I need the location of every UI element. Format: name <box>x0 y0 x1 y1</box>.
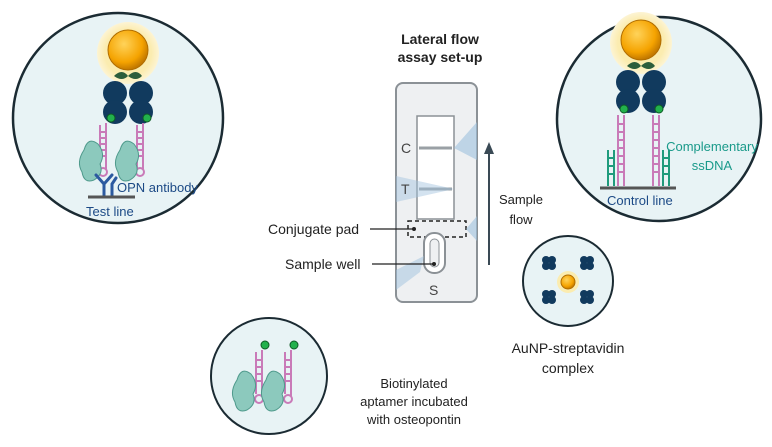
reading-window <box>416 115 455 220</box>
biotin-icon <box>619 104 629 114</box>
conjugate-pad-label: Conjugate pad <box>268 221 360 237</box>
ssdna-line-1: Complementary <box>666 139 758 154</box>
aunp-streptavidin-label: AuNP-streptavidin complex <box>488 338 648 378</box>
test-zoom-cone <box>396 176 454 202</box>
gold-nanoparticle-icon <box>107 29 149 71</box>
sample-well-label: Sample well <box>285 256 361 272</box>
complex-line-1: AuNP-streptavidin <box>511 340 625 356</box>
aunp-streptavidin-circle <box>522 235 614 327</box>
aptamer-line-2: aptamer incubated <box>360 394 468 409</box>
strip-label-s: S <box>429 282 439 298</box>
diagram-title: Lateral flow assay set-up <box>375 30 505 66</box>
strip-label-t: T <box>401 181 410 197</box>
aptamer-incubation-label: Biotinylated aptamer incubated with oste… <box>349 375 479 429</box>
control-zoom-cone <box>454 122 477 160</box>
osteopontin-icon <box>78 140 140 182</box>
test-line-label: Test line <box>86 204 134 219</box>
conjugate-zoom-cone <box>466 216 477 241</box>
ssdna-line-2: ssDNA <box>691 158 733 173</box>
complex-line-2: complex <box>541 360 595 376</box>
sample-flow-line-2: flow <box>509 212 533 227</box>
aptamer-icon <box>617 115 660 186</box>
biotin-icon <box>106 113 116 123</box>
sample-flow-line-1: Sample <box>498 192 544 207</box>
biotin-icon <box>260 340 270 350</box>
control-line-label: Control line <box>607 193 673 208</box>
test-line-circle <box>11 11 225 225</box>
ssdna-icon <box>607 150 670 186</box>
aptamer-line-1: Biotinylated <box>380 376 448 391</box>
antibody-icon <box>94 173 118 198</box>
title-line-2: assay set-up <box>397 49 483 65</box>
gold-nanoparticle-icon <box>620 19 662 61</box>
control-line-circle <box>555 12 763 223</box>
opn-antibody-label: OPN antibody <box>117 180 198 195</box>
lateral-flow-strip <box>370 82 494 303</box>
gold-nanoparticle-icon <box>560 274 576 290</box>
osteopontin-icon <box>231 370 286 412</box>
strip-label-c: C <box>401 140 412 156</box>
aptamer-line-3: with osteopontin <box>367 412 461 427</box>
complementary-ssdna-label: Complementary ssDNA <box>662 137 762 175</box>
streptavidin-icon <box>542 256 594 304</box>
title-line-1: Lateral flow <box>401 31 479 47</box>
aptamer-osteopontin-circle <box>210 317 328 435</box>
sample-flow-label: Sample flow <box>495 190 547 230</box>
